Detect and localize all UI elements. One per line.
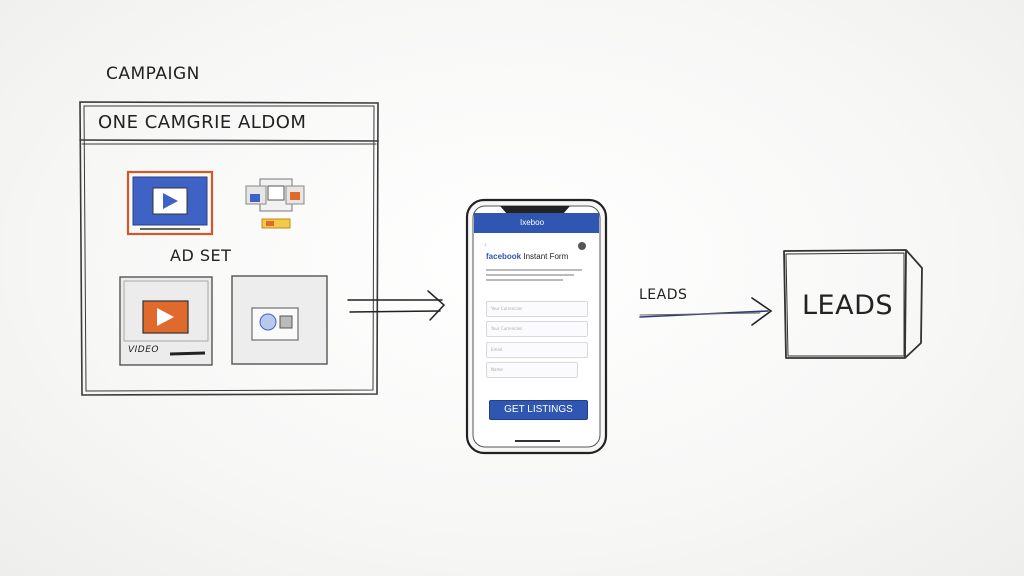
carousel-ad [245, 178, 305, 229]
form-field-2-placeholder: Your Currencies [491, 326, 523, 331]
phone-status-title: Ixeboo [520, 218, 545, 227]
form-field-3[interactable]: Email [486, 342, 588, 358]
campaign-box [79, 101, 379, 396]
leads-box [783, 249, 923, 359]
arrow-to-phone [347, 290, 446, 321]
more-icon[interactable] [578, 242, 586, 250]
campaign-box-title: ONE CAMGRIE ALDOM [98, 112, 307, 133]
form-title: Instant Form [523, 252, 569, 261]
form-field-3-placeholder: Email [491, 347, 503, 352]
arrow-leads-label: LEADS [639, 287, 688, 303]
form-field-4[interactable]: Name [486, 362, 578, 378]
form-description [486, 266, 582, 284]
campaign-heading: CAMPAIGN [106, 64, 200, 84]
back-icon[interactable]: ‹ [484, 241, 487, 249]
arrow-to-leads [639, 297, 773, 326]
orange-video-ad [119, 276, 213, 366]
form-field-1[interactable]: Your Currencies [486, 301, 588, 317]
leads-box-label: LEADS [802, 290, 894, 321]
form-field-4-placeholder: Name [491, 367, 503, 372]
facebook-logo: facebook [486, 252, 522, 261]
video-label: VIDEO [128, 345, 160, 355]
form-field-2[interactable]: Your Currencies [486, 321, 588, 337]
form-field-1-placeholder: Your Currencies [491, 306, 523, 311]
blue-video-ad [126, 170, 214, 236]
get-listings-button[interactable]: GET LISTINGS [489, 400, 588, 420]
ad-set-label: AD SET [170, 246, 232, 265]
image-ad [231, 275, 328, 365]
form-heading: facebook Instant Form [486, 252, 568, 261]
